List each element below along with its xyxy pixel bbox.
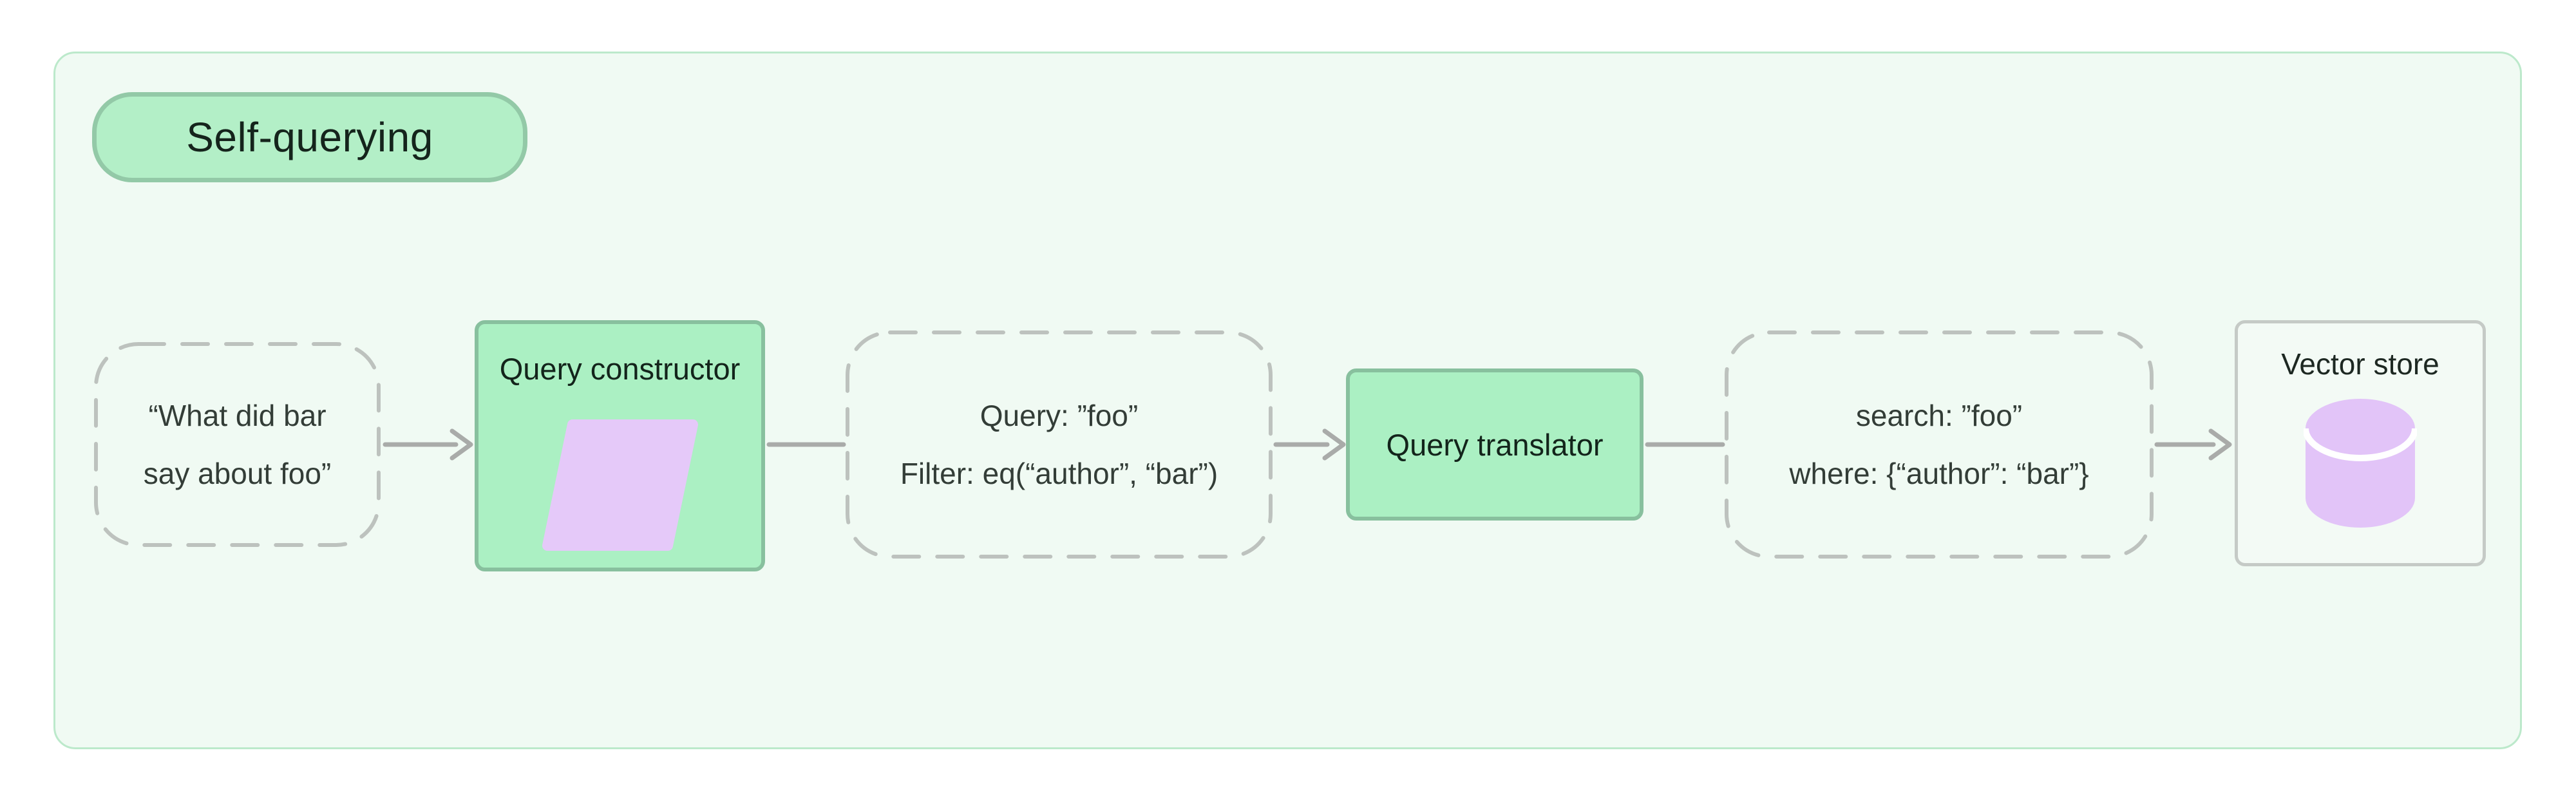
database-gap [2304, 428, 2417, 461]
badge-label: Self-querying [186, 114, 433, 160]
arrow-translator-to-translated [1645, 442, 1725, 447]
query-constructor-label: Query constructor [499, 352, 741, 386]
translated-query-line1: search: ”foo” [1855, 399, 2023, 432]
self-querying-panel: Self-querying [53, 52, 2522, 749]
query-translator-label: Query translator [1386, 427, 1604, 462]
translated-query-line2: where: {“author”: “bar”} [1789, 457, 2089, 490]
parallelogram-icon [542, 419, 698, 551]
structured-query-line1: Query: ”foo” [980, 399, 1139, 432]
arrowhead-icon [2208, 428, 2232, 461]
vector-store-label: Vector store [2281, 347, 2439, 381]
input-query-line2: say about foo” [143, 457, 332, 490]
structured-query-line2: Filter: eq(“author”, “bar”) [900, 457, 1218, 490]
arrowhead-icon [450, 428, 473, 461]
vector-store-node: Vector store [2235, 320, 2486, 566]
input-query-line1: “What did bar [148, 399, 327, 432]
self-querying-badge: Self-querying [92, 92, 527, 182]
arrow-structured-to-translator [1273, 428, 1346, 461]
database-icon [2304, 399, 2417, 528]
translated-query-node: search: ”foo” where: {“author”: “bar”} [1724, 330, 2154, 559]
structured-query-node: Query: ”foo” Filter: eq(“author”, “bar”) [845, 330, 1273, 559]
arrow-input-to-constructor [383, 428, 473, 461]
database-body [2306, 399, 2415, 528]
dashed-border [94, 342, 381, 547]
arrowhead-icon [1322, 428, 1346, 461]
arrow-constructor-to-structured [766, 442, 846, 447]
input-query-node: “What did bar say about foo” [93, 341, 381, 548]
arrow-translated-to-vectorstore [2154, 428, 2232, 461]
query-translator-node: Query translator [1346, 368, 1643, 521]
query-constructor-node: Query constructor [475, 320, 765, 571]
